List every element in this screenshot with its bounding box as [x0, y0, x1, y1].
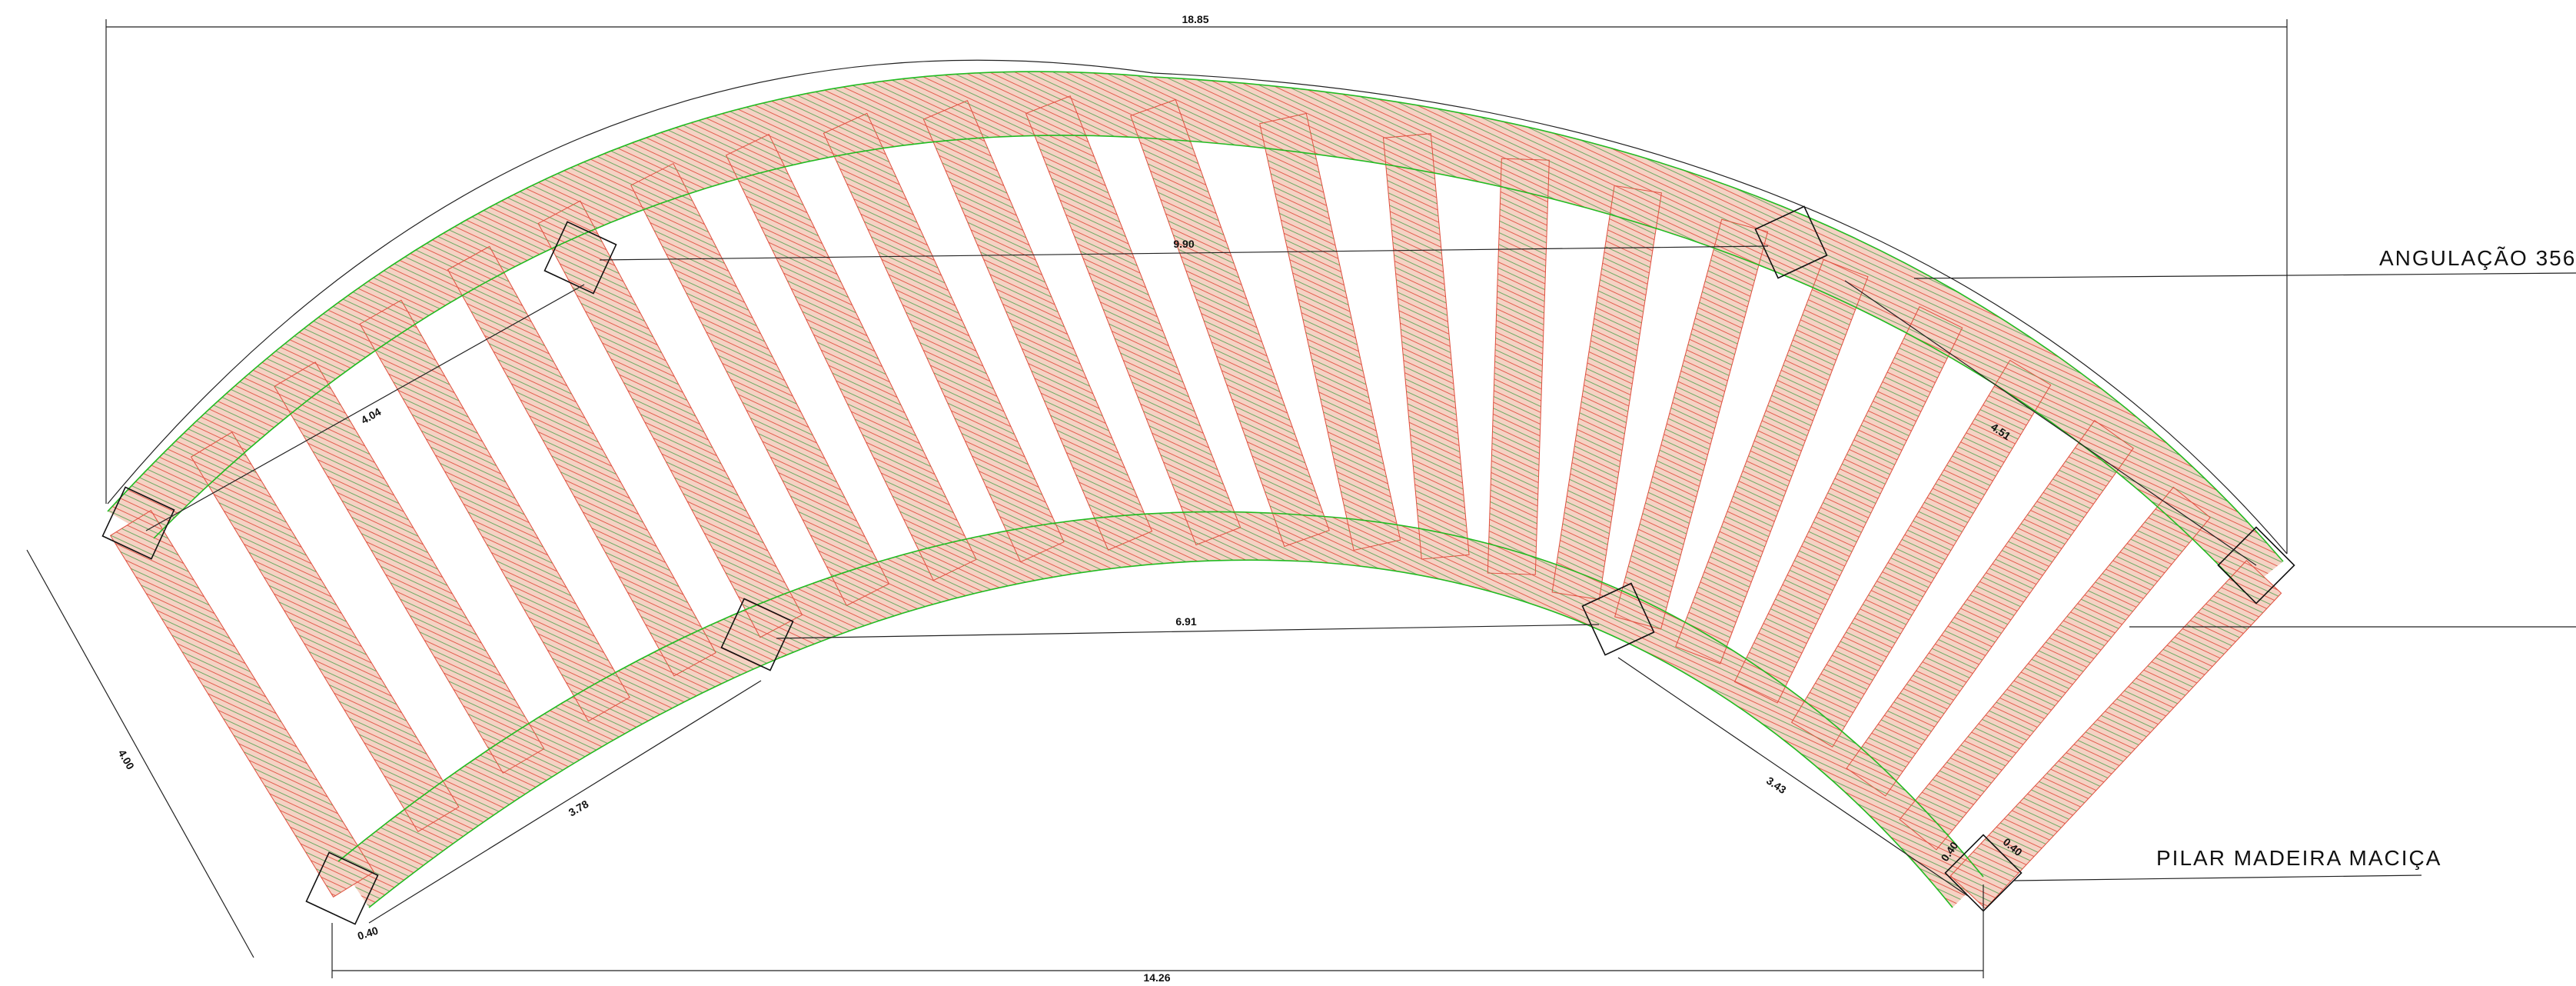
- pillar-mid-right-bottom: [1581, 582, 1655, 656]
- joist-3: [359, 299, 630, 722]
- outer-edge-green: [107, 71, 2284, 562]
- joist-10: [1025, 95, 1241, 546]
- joist-9: [922, 100, 1153, 551]
- joist-7: [725, 133, 977, 581]
- joist-5: [537, 200, 803, 638]
- dim-inner-chord-top: 9.90: [1173, 238, 1194, 250]
- joist-12: [1259, 112, 1401, 551]
- pillar-note-label: PILAR MADEIRA MACIÇA: [2156, 846, 2441, 870]
- dim-overall-width: 18.85: [1182, 13, 1208, 25]
- outer-reference-arc: [107, 59, 2288, 555]
- joist-1: [191, 431, 460, 833]
- pillar-mid-left-bottom: [720, 598, 794, 671]
- dimension-lines: [26, 19, 2576, 978]
- joist-15: [1551, 185, 1662, 600]
- joist-0: [109, 510, 375, 898]
- angle-note-label: ANGULAÇÃO 356°: [2379, 246, 2576, 270]
- pillar-left-top: [101, 486, 175, 560]
- pillar-mid-left-top: [543, 221, 617, 295]
- joist-20: [1846, 420, 2134, 797]
- pillars: [101, 205, 2295, 925]
- joist-11: [1130, 98, 1330, 548]
- pillar-right-top: [2217, 526, 2295, 605]
- dim-inner-chord-bottom: 6.91: [1175, 615, 1196, 628]
- dim-right-bottom-segment: 3.43: [1764, 774, 1789, 797]
- joist-18: [1733, 306, 1963, 704]
- joist-19: [1790, 359, 2052, 748]
- dim-bottom-width: 14.26: [1143, 971, 1170, 984]
- joist-14: [1487, 158, 1550, 575]
- inner-edge-green: [337, 511, 1984, 878]
- joist-21: [1899, 486, 2211, 851]
- joist-4: [447, 245, 716, 677]
- joist-13: [1382, 133, 1470, 560]
- pillar-left-bottom: [305, 851, 379, 925]
- joist-2: [274, 361, 545, 774]
- pillar-mid-right-top: [1754, 205, 1828, 279]
- joist-16: [1614, 218, 1769, 630]
- joist-8: [823, 112, 1065, 563]
- dim-pillar-left: 0.40: [356, 924, 380, 942]
- dim-left-diag: 4.04: [359, 405, 384, 427]
- radial-joists: [109, 95, 2282, 909]
- inner-lower-edge-green: [368, 559, 1953, 908]
- pillar-right-bottom: [1944, 834, 2023, 912]
- dim-left-bottom-segment: 3.78: [567, 798, 591, 819]
- dim-left-depth: 4.00: [116, 748, 138, 772]
- joist-6: [630, 162, 890, 606]
- outer-inner-edge-green: [153, 135, 2245, 593]
- joist-17: [1675, 259, 1869, 665]
